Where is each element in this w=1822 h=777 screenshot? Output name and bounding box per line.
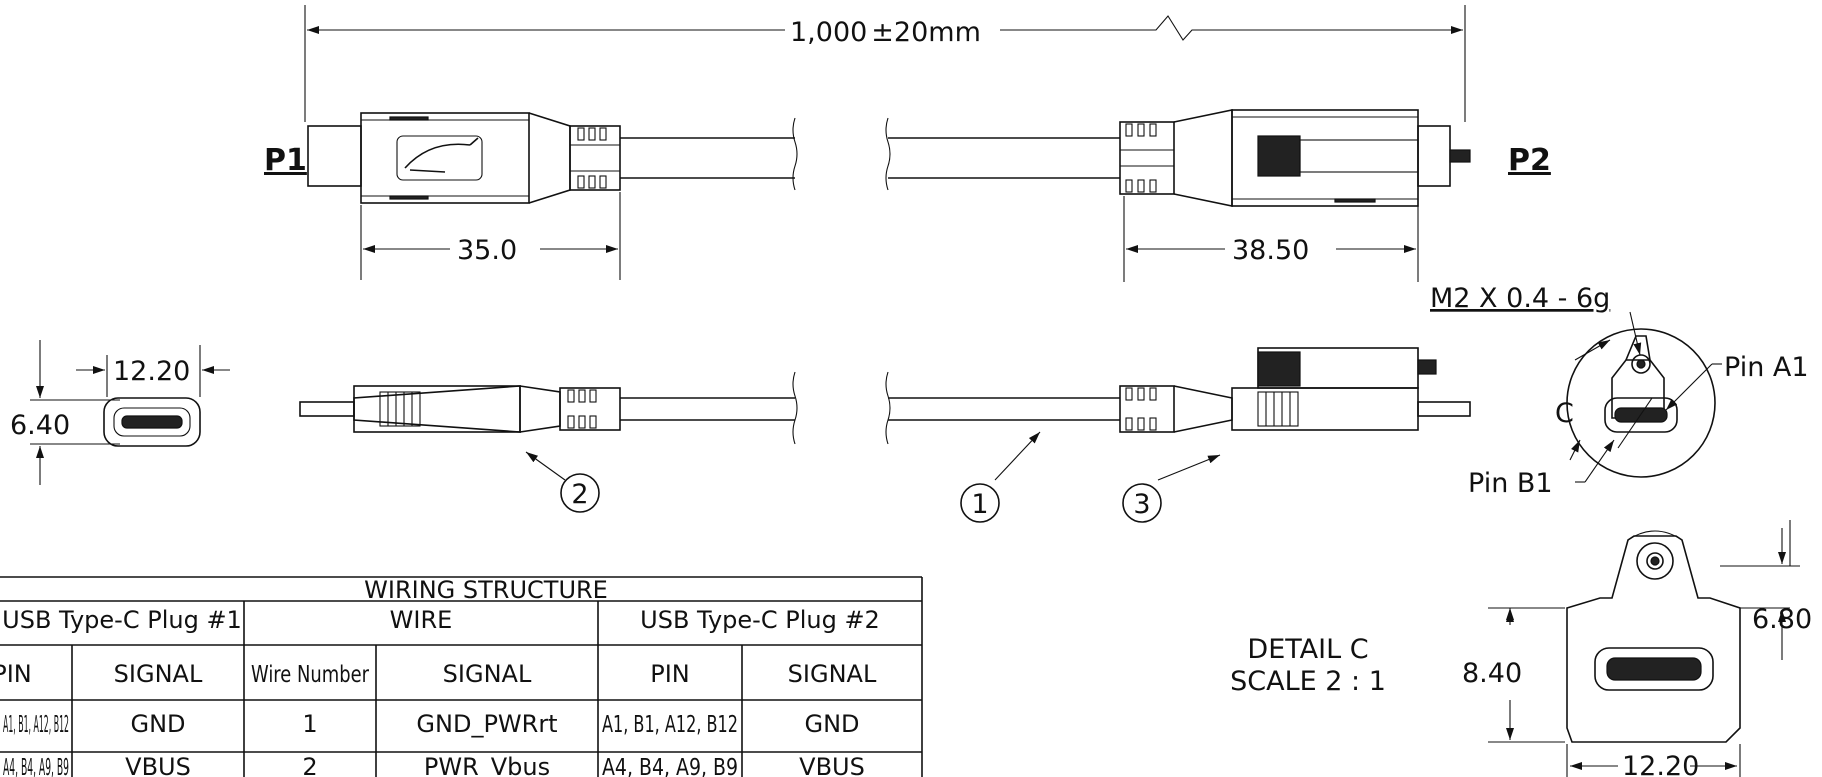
p2-connector-top-view bbox=[885, 109, 1471, 207]
end-height-value: 6.40 bbox=[10, 410, 70, 441]
table-cell-wire: 2 bbox=[302, 753, 317, 777]
svg-text:3: 3 bbox=[1133, 489, 1150, 520]
detail-scale: SCALE 2 : 1 bbox=[1230, 666, 1386, 697]
end-width-value: 12.20 bbox=[113, 356, 190, 387]
detail-width-value: 12.20 bbox=[1622, 751, 1699, 777]
detail-height-value: 8.40 bbox=[1462, 658, 1522, 689]
table-cell-pin2: A4, B4, A9, B9 bbox=[602, 755, 738, 777]
balloon-2: 2 bbox=[560, 473, 600, 513]
p1-label: P1 bbox=[264, 143, 307, 178]
thread-spec: M2 X 0.4 - 6g bbox=[1430, 283, 1610, 314]
table-col-sig1: SIGNAL bbox=[114, 660, 203, 688]
svg-text:2: 2 bbox=[571, 479, 588, 510]
detail-c-letter: C bbox=[1555, 398, 1574, 429]
balloon-3: 3 bbox=[1122, 483, 1162, 523]
table-col-wsig: SIGNAL bbox=[443, 660, 532, 688]
cable-side-view bbox=[299, 347, 1471, 445]
table-cell-pin1: A1, B1, A12, B12 bbox=[3, 712, 69, 738]
table-row: A4, B4, A9, B9 VBUS 2 PWR_Vbus A4, B4, A… bbox=[3, 753, 865, 777]
balloon-leaders bbox=[525, 431, 1221, 481]
table-cell-wsig: GND_PWRrt bbox=[416, 710, 557, 738]
table-row: A1, B1, A12, B12 GND 1 GND_PWRrt A1, B1,… bbox=[3, 710, 860, 738]
p2-length-dimension: 38.50 bbox=[1123, 188, 1419, 282]
table-cell-sig1: GND bbox=[130, 710, 185, 738]
table-group-plug2: USB Type-C Plug #2 bbox=[640, 606, 880, 634]
table-cell-wsig: PWR_Vbus bbox=[424, 753, 550, 777]
table-title: WIRING STRUCTURE bbox=[364, 576, 608, 604]
detail-c-callout bbox=[1566, 328, 1722, 483]
svg-text:1,000±20mm: 1,000±20mm bbox=[790, 17, 981, 48]
p1-length-dimension: 35.0 bbox=[360, 192, 621, 280]
table-cell-sig1: VBUS bbox=[125, 753, 191, 777]
table-col-pin1: PIN bbox=[0, 660, 32, 688]
detail-title: DETAIL C bbox=[1247, 634, 1368, 665]
table-cell-pin2: A1, B1, A12, B12 bbox=[602, 712, 738, 738]
overall-length-value: 1,000 bbox=[790, 17, 867, 48]
detail-offset-value: 6.80 bbox=[1752, 604, 1812, 635]
pin-b1-label: Pin B1 bbox=[1468, 468, 1553, 499]
table-cell-sig2: GND bbox=[804, 710, 859, 738]
table-col-sig2: SIGNAL bbox=[788, 660, 877, 688]
detail-c-view bbox=[1488, 520, 1800, 777]
table-group-plug1: USB Type-C Plug #1 bbox=[2, 606, 242, 634]
svg-text:1: 1 bbox=[971, 489, 988, 520]
thread-callout: M2 X 0.4 - 6g bbox=[1430, 283, 1642, 356]
overall-length-tolerance: ±20mm bbox=[871, 17, 981, 48]
table-cell-sig2: VBUS bbox=[799, 753, 865, 777]
table-cell-wire: 1 bbox=[302, 710, 317, 738]
end-view: 12.20 6.40 bbox=[10, 340, 230, 485]
overall-length-dimension: 1,000±20mm bbox=[304, 5, 1466, 122]
wiring-table: WIRING STRUCTURE USB Type-C Plug #1 WIRE… bbox=[0, 576, 923, 777]
p2-label: P2 bbox=[1508, 143, 1551, 178]
table-col-pin2: PIN bbox=[650, 660, 690, 688]
table-col-wire: Wire Number bbox=[251, 662, 369, 688]
p2-length-value: 38.50 bbox=[1232, 235, 1309, 266]
table-group-wire: WIRE bbox=[390, 606, 453, 634]
table-cell-pin1: A4, B4, A9, B9 bbox=[3, 755, 69, 777]
balloon-1: 1 bbox=[960, 483, 1000, 523]
pin-a1-label: Pin A1 bbox=[1724, 352, 1809, 383]
p1-length-value: 35.0 bbox=[457, 235, 517, 266]
p1-connector-top-view bbox=[307, 112, 798, 204]
